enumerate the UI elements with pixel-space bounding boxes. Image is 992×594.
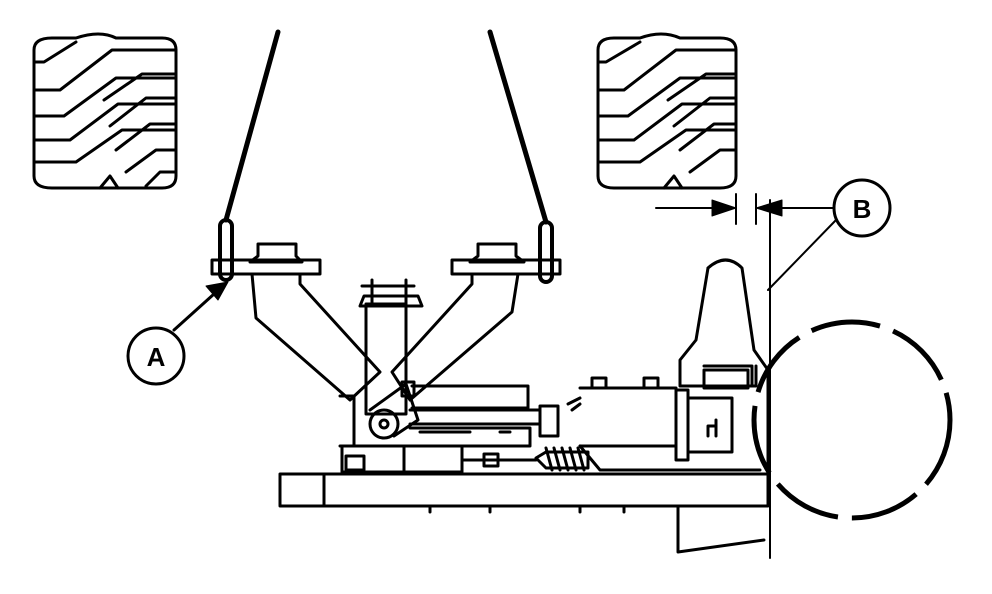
callout-a: A [126,326,186,386]
dashed-tire-icon [751,319,953,521]
hitch-mount-icon [210,242,770,554]
check-chain-icon [218,29,554,284]
tire-tread-icon [596,32,738,190]
callout-b: B [832,178,892,238]
callout-a-label: A [147,342,166,372]
callout-b-label: B [853,194,872,224]
tire-tread-icon [32,32,178,190]
